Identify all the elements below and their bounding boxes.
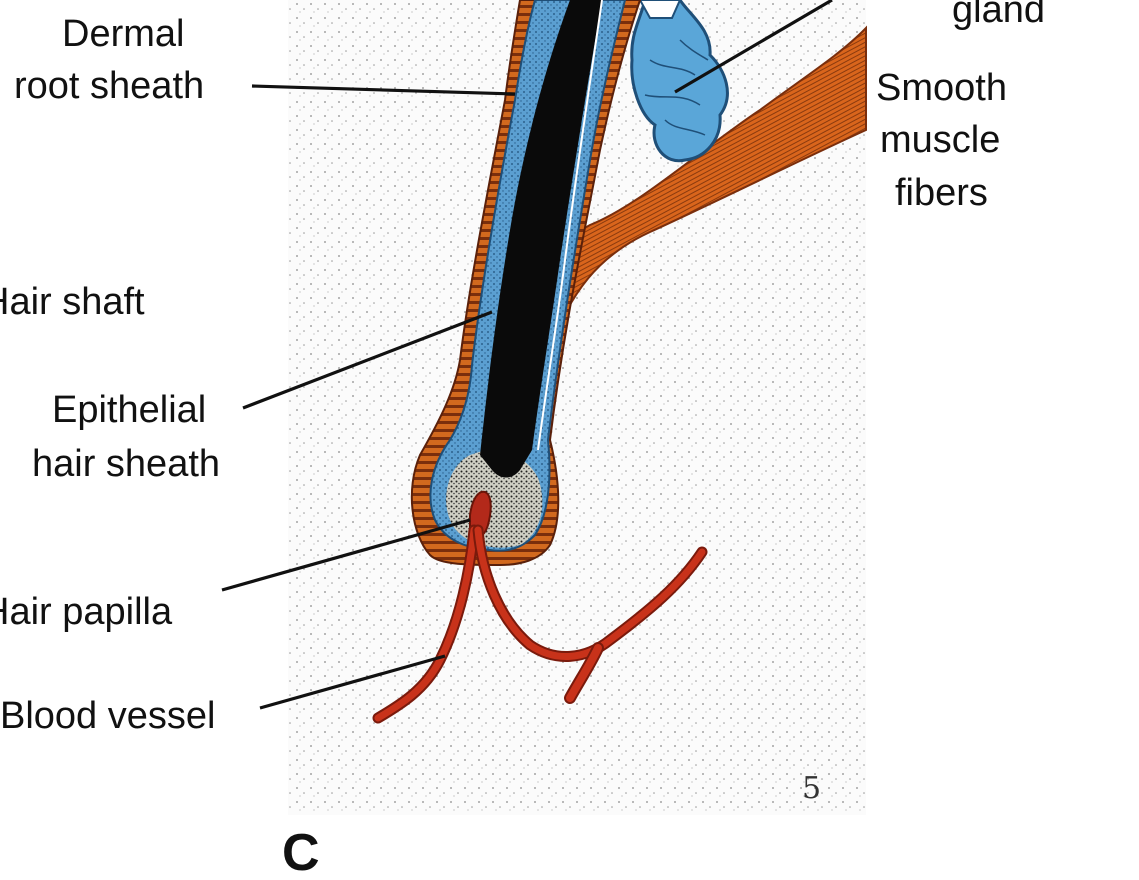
artist-signature: 5 xyxy=(802,771,821,806)
label-blood-vessel: Blood vessel xyxy=(0,695,215,737)
label-smooth-muscle-line1: Smooth xyxy=(876,67,1007,109)
label-dermal-root-sheath-line2: root sheath xyxy=(14,65,204,107)
label-hair-papilla: Hair papilla xyxy=(0,591,173,633)
label-gland: gland xyxy=(952,0,1045,31)
label-panel-c: C xyxy=(282,824,320,880)
label-epithelial-line2: hair sheath xyxy=(32,443,220,485)
label-hair-shaft: Hair shaft xyxy=(0,281,145,323)
label-dermal-root-sheath-line1: Dermal xyxy=(62,13,184,55)
label-smooth-muscle-line3: fibers xyxy=(895,172,988,214)
label-epithelial-line1: Epithelial xyxy=(52,389,206,431)
label-smooth-muscle-line2: muscle xyxy=(880,119,1000,161)
